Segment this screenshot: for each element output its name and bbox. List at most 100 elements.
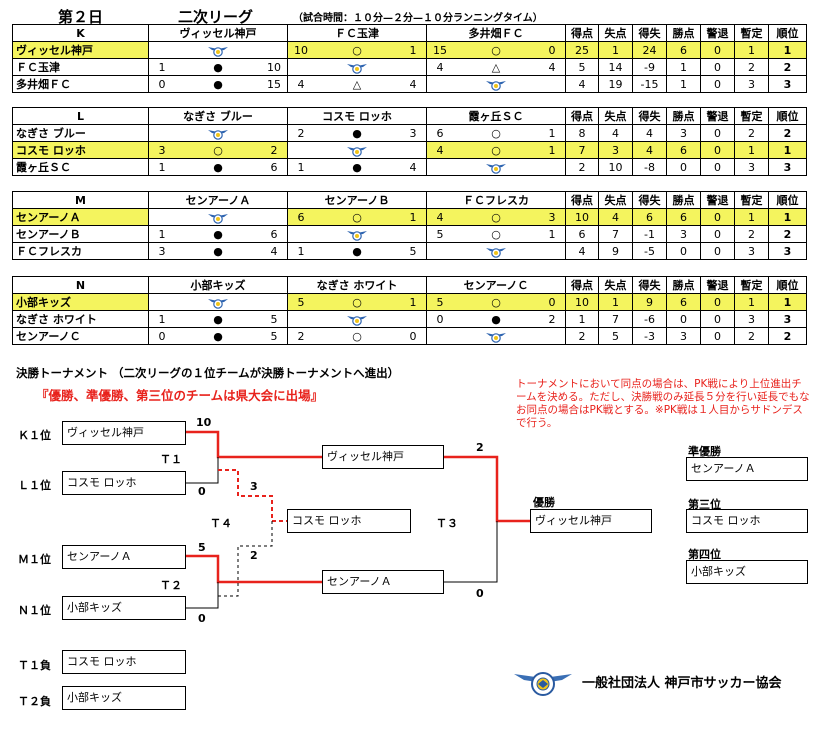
rank-value: 1 (768, 41, 807, 59)
result-mark: ○ (491, 126, 501, 140)
stat-value: -15 (632, 75, 667, 93)
match-result: 15○0 (426, 41, 566, 59)
stat-header: 順位 (768, 276, 807, 294)
seed-l-label: Ｌ１位 (18, 479, 51, 492)
self-match-cell (287, 58, 427, 76)
score-against: 10 (267, 60, 281, 74)
t4-label: Ｔ４ (210, 517, 232, 530)
score-against: 0 (409, 329, 417, 343)
score-against: 1 (548, 143, 556, 157)
rank-value: 3 (768, 75, 807, 93)
match-time-note: （試合時間：１０分—２分—１０分ランニングタイム） (293, 13, 543, 24)
self-match-cell (148, 293, 288, 311)
score-against: 1 (548, 126, 556, 140)
team-name: 霞ヶ丘ＳＣ (12, 158, 149, 176)
stat-value: 6 (666, 208, 701, 226)
t3-label: Ｔ３ (436, 517, 458, 530)
result-mark: ○ (491, 227, 501, 241)
score-for: 1 (297, 244, 305, 258)
score-for: 1 (158, 227, 166, 241)
t1-bottom-line (186, 457, 219, 484)
t1-loser-team: コスモ ロッホ (62, 650, 186, 674)
self-match-cell (148, 208, 288, 226)
opponent-header: センアーノＡ (148, 191, 288, 209)
score-for: 5 (297, 295, 305, 309)
result-mark: △ (491, 60, 501, 74)
score-for: 2 (297, 329, 305, 343)
association-logo-icon (514, 672, 572, 696)
opponent-header: ヴィッセル神戸 (148, 24, 288, 42)
result-mark: ● (213, 77, 223, 91)
stat-value: 2 (565, 158, 599, 176)
fourth-place-label: 第四位 (688, 548, 721, 561)
team-name: なぎさ ホワイト (12, 310, 149, 328)
score-against: 5 (270, 312, 278, 326)
stat-value: 3 (734, 158, 769, 176)
team-emblem-icon (347, 63, 367, 74)
result-mark: ○ (352, 210, 362, 224)
team-emblem-icon (486, 247, 506, 258)
seed-k-label: Ｋ１位 (18, 429, 51, 442)
team-emblem-icon (208, 129, 228, 140)
team-emblem-icon (347, 315, 367, 326)
score-for: 15 (433, 43, 447, 57)
match-result: 10○1 (287, 41, 427, 59)
score-for: 6 (297, 210, 305, 224)
score-against: 1 (409, 295, 417, 309)
score-for: 0 (158, 329, 166, 343)
score-for: 5 (436, 227, 444, 241)
score-against: 0 (548, 43, 556, 57)
opponent-header: センアーノＣ (426, 276, 566, 294)
day-title: 第２日 (58, 8, 104, 26)
team-name: センアーノＣ (12, 327, 149, 345)
score-against: 6 (270, 160, 278, 174)
opponent-header: 霞ヶ丘ＳＣ (426, 107, 566, 125)
rank-value: 1 (768, 293, 807, 311)
stat-header: 得点 (565, 191, 599, 209)
match-result: 5○1 (287, 293, 427, 311)
score-against: 4 (409, 77, 417, 91)
result-mark: ● (213, 329, 223, 343)
stat-value: 1 (734, 293, 769, 311)
score-for: 4 (436, 60, 444, 74)
league-title: 二次リーグ (178, 8, 254, 26)
result-mark: △ (352, 77, 362, 91)
match-result: 4△4 (287, 75, 427, 93)
self-match-cell (287, 141, 427, 159)
score-for: 1 (297, 160, 305, 174)
stat-value: 4 (598, 208, 633, 226)
score-against: 1 (409, 43, 417, 57)
result-mark: ● (213, 60, 223, 74)
result-mark: ○ (352, 43, 362, 57)
t4-winner-box: コスモ ロッホ (287, 509, 411, 533)
self-match-cell (426, 242, 566, 260)
stat-value: 2 (565, 327, 599, 345)
score-for: 3 (158, 244, 166, 258)
stat-header: 警退 (700, 276, 735, 294)
result-mark: ○ (491, 143, 501, 157)
third-place-box: コスモ ロッホ (686, 509, 808, 533)
t4-score-top: 3 (250, 480, 258, 493)
t1-score-bottom: 0 (198, 485, 206, 498)
team-emblem-icon (486, 332, 506, 343)
result-mark: ● (491, 312, 501, 326)
stat-value: 6 (666, 293, 701, 311)
t1-score-top: 10 (196, 416, 212, 429)
team-emblem-icon (486, 80, 506, 91)
t1-label: Ｔ１ (160, 453, 182, 466)
stat-value: 0 (700, 75, 735, 93)
stat-value: 19 (598, 75, 633, 93)
seed-l-team: コスモ ロッホ (62, 471, 186, 495)
